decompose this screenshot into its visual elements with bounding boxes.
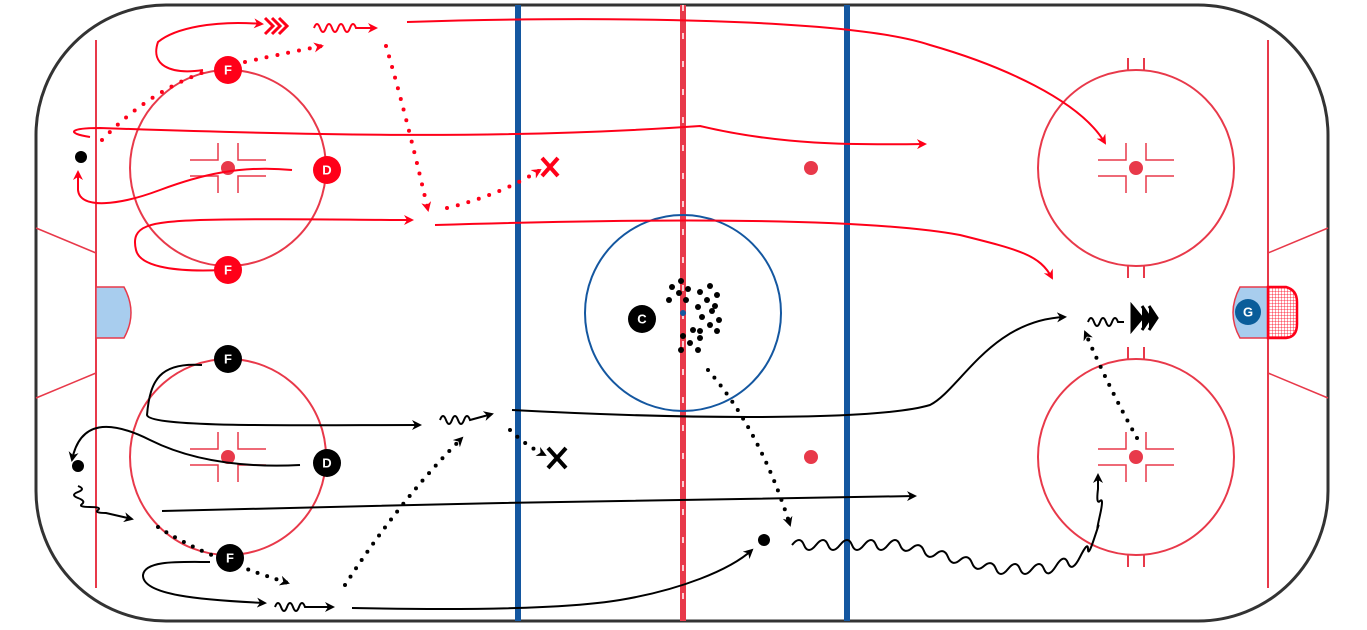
carry-path: [791, 473, 1103, 575]
skate-path: [434, 219, 1053, 280]
puck-pile: [666, 278, 722, 353]
skate-path: [141, 560, 267, 608]
skate-path: [145, 363, 422, 431]
pass-path: [706, 368, 793, 527]
svg-text:G: G: [1243, 305, 1253, 320]
skate-path: [133, 214, 414, 272]
goalie[interactable]: G: [1235, 299, 1261, 325]
pass-path: [508, 428, 547, 457]
red-routes: [73, 16, 1107, 280]
red-forward-bottom[interactable]: F: [214, 256, 242, 284]
black-routes: [68, 301, 1159, 612]
pass-path: [384, 44, 432, 212]
carry-path: [1087, 317, 1124, 327]
pucks: [72, 151, 770, 546]
red-defense[interactable]: D: [313, 156, 341, 184]
center-dot: [680, 310, 686, 316]
svg-text:D: D: [322, 456, 331, 471]
black-forward-top[interactable]: F: [214, 345, 242, 373]
pass-path: [1083, 330, 1139, 440]
svg-text:F: F: [224, 352, 232, 367]
black-forward-bottom[interactable]: F: [216, 544, 244, 572]
skate-path: [73, 167, 293, 205]
black-defense[interactable]: D: [313, 449, 341, 477]
carry-path: [73, 485, 134, 523]
carry-path: [439, 411, 494, 425]
goal-net: [1266, 285, 1299, 340]
red-forward-top[interactable]: F: [214, 56, 242, 84]
coach[interactable]: C: [628, 305, 656, 333]
skate-path: [161, 491, 917, 512]
shot-x-icon: [540, 156, 560, 178]
pass-path: [156, 525, 290, 586]
svg-text:C: C: [637, 312, 647, 327]
svg-text:F: F: [224, 63, 232, 78]
svg-text:D: D: [322, 163, 331, 178]
skate-path: [155, 18, 264, 73]
svg-text:F: F: [226, 551, 234, 566]
crease-left: [95, 286, 132, 339]
stop-icon: [263, 16, 290, 36]
skate-path: [73, 124, 927, 150]
stop-icon: [1130, 301, 1159, 335]
skate-path: [351, 548, 754, 611]
svg-text:F: F: [224, 263, 232, 278]
carry-path: [313, 23, 378, 33]
trapezoid-lines: [35, 227, 1329, 399]
skate-path: [511, 312, 1067, 418]
skate-path: [406, 18, 1107, 145]
center-circle: [584, 214, 782, 412]
carry-path: [274, 602, 335, 612]
pass-path: [100, 46, 322, 142]
pass-path: [445, 168, 542, 210]
skate-path: [68, 426, 301, 467]
shot-x-icon: [546, 446, 568, 470]
